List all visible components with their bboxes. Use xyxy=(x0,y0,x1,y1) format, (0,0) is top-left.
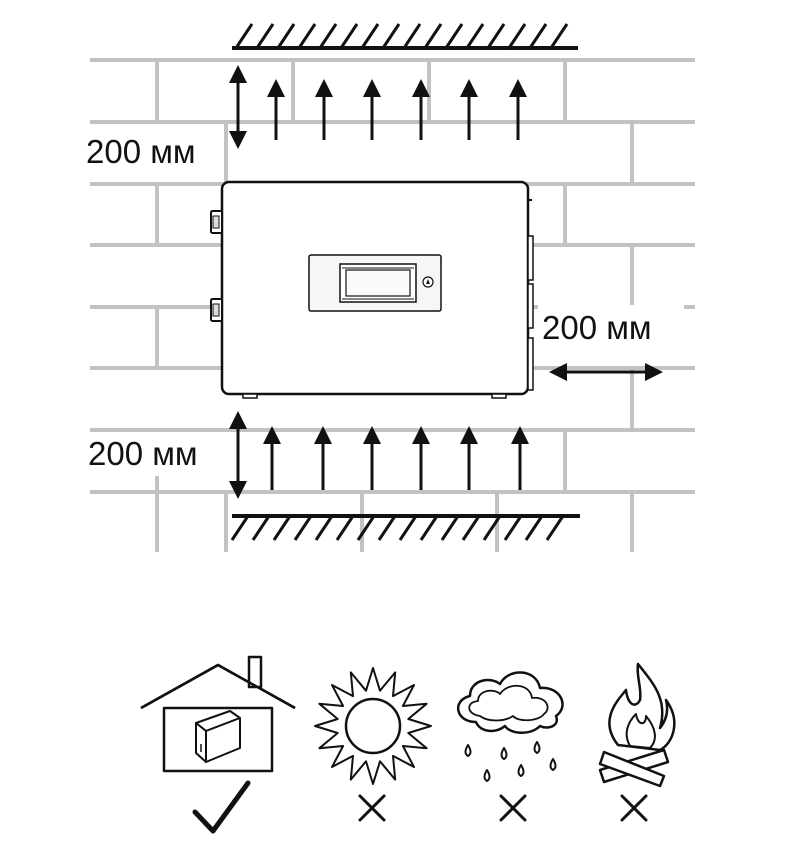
device xyxy=(210,180,534,399)
hatch-mark xyxy=(507,23,527,49)
hatch-mark xyxy=(381,23,401,49)
indoor-house-icon xyxy=(140,655,296,773)
hatch-mark xyxy=(419,515,439,541)
hatch-mark xyxy=(234,23,254,49)
hatch-mark xyxy=(549,23,569,49)
hatch-mark xyxy=(276,23,296,49)
hatch-mark xyxy=(251,515,271,541)
hatch-mark xyxy=(318,23,338,49)
connector xyxy=(212,303,220,317)
top-clearance-arrows xyxy=(229,65,527,149)
hatch-mark xyxy=(398,515,418,541)
hatch-mark xyxy=(503,515,523,541)
hatch-mark xyxy=(335,515,355,541)
hatch-mark xyxy=(524,515,544,541)
hatch-mark xyxy=(444,23,464,49)
fire-icon xyxy=(598,662,676,788)
hatch-mark xyxy=(528,23,548,49)
sun-icon xyxy=(314,667,432,785)
hatch-mark xyxy=(545,515,565,541)
hatch-mark xyxy=(440,515,460,541)
rain-cloud-icon xyxy=(457,671,564,782)
hatch-mark xyxy=(293,515,313,541)
hatch-mark xyxy=(297,23,317,49)
hatch-mark xyxy=(465,23,485,49)
cross-icon xyxy=(620,794,648,822)
clearance-top-label: 200 мм xyxy=(86,133,196,170)
clearance-right-label: 200 мм xyxy=(542,309,652,346)
clearance-bottom-label: 200 мм xyxy=(88,435,198,472)
hatch-mark xyxy=(482,515,502,541)
hatch-mark xyxy=(486,23,506,49)
hatch-mark xyxy=(230,515,250,541)
connector xyxy=(212,215,220,229)
ceiling-hatch xyxy=(232,23,578,50)
check-icon xyxy=(192,780,251,834)
hatch-mark xyxy=(314,515,334,541)
hatch-mark xyxy=(423,23,443,49)
floor-hatch xyxy=(230,514,580,541)
hatch-mark xyxy=(360,23,380,49)
hatch-mark xyxy=(377,515,397,541)
hatch-mark xyxy=(272,515,292,541)
hatch-mark xyxy=(339,23,359,49)
cross-icon xyxy=(358,794,386,822)
hatch-mark xyxy=(356,515,376,541)
hatch-mark xyxy=(402,23,422,49)
bottom-clearance-arrows xyxy=(229,411,529,499)
hatch-mark xyxy=(255,23,275,49)
hatch-mark xyxy=(461,515,481,541)
cross-icon xyxy=(499,794,527,822)
